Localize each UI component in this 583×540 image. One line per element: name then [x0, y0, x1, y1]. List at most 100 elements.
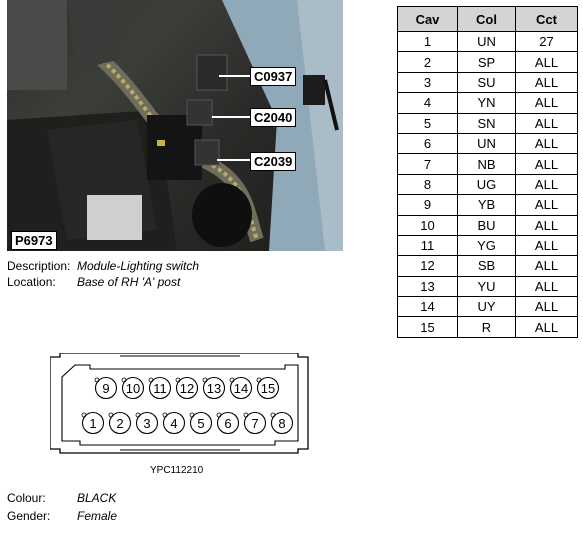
- pin-key-dot: [243, 412, 249, 418]
- cct-cell: ALL: [515, 275, 578, 298]
- pin-circle: [108, 411, 132, 435]
- pin-label: 12: [180, 381, 194, 396]
- callout-c2040: C2040: [250, 108, 297, 127]
- col-cell: SP: [457, 51, 516, 73]
- pin-label: 11: [153, 381, 167, 396]
- pin-key-dot: [175, 377, 181, 383]
- pin-14: 14: [229, 376, 253, 400]
- col-cell: SB: [457, 255, 516, 277]
- pin-circle: [175, 376, 199, 400]
- cct-cell: ALL: [515, 112, 578, 134]
- pin-key-dot: [121, 377, 127, 383]
- pin-label: 15: [261, 381, 275, 396]
- cav-cell: 12: [397, 255, 458, 277]
- cav-cell: 13: [397, 275, 458, 298]
- pin-label: 5: [197, 416, 204, 431]
- cct-cell: ALL: [515, 296, 578, 318]
- description-key: Description:: [7, 259, 71, 273]
- cct-cell: ALL: [515, 194, 578, 216]
- pin-circle: [189, 411, 213, 435]
- pin-label: 3: [143, 416, 150, 431]
- description-value: Module-Lighting switch: [77, 259, 200, 273]
- pin-key-dot: [202, 377, 208, 383]
- cav-cell: 4: [397, 92, 458, 114]
- col-cell: UN: [457, 132, 516, 155]
- pin-key-dot: [94, 377, 100, 383]
- cct-cell: ALL: [515, 316, 578, 338]
- pin-1: 1: [81, 411, 105, 435]
- col-cell: UG: [457, 173, 516, 196]
- pin-4: 4: [162, 411, 186, 435]
- colour-value: BLACK: [77, 491, 117, 505]
- cav-cell: 3: [397, 71, 458, 94]
- callout-c0937: C0937: [250, 67, 297, 86]
- col-cell: NB: [457, 153, 516, 175]
- col-cell: YU: [457, 275, 516, 298]
- cct-cell: ALL: [515, 173, 578, 196]
- pin-5: 5: [189, 411, 213, 435]
- col-cell: R: [457, 316, 516, 338]
- col-cell: YG: [457, 234, 516, 257]
- pin-9: 9: [94, 376, 118, 400]
- pin-circle: [256, 376, 280, 400]
- pin-circle: [216, 411, 240, 435]
- pin-8: 8: [270, 411, 294, 435]
- pin-label: 1: [89, 416, 96, 431]
- pin-circle: [202, 376, 226, 400]
- cav-cell: 7: [397, 153, 458, 175]
- callout-c2039: C2039: [250, 152, 297, 171]
- pin-circle: [81, 411, 105, 435]
- cav-cell: 10: [397, 214, 458, 236]
- cav-cell: 2: [397, 51, 458, 73]
- col-cell: YB: [457, 194, 516, 216]
- pin-key-dot: [270, 412, 276, 418]
- vehicle-photo: C0937 C2040 C2039 P6973: [7, 0, 343, 251]
- pin-11: 11: [148, 376, 172, 400]
- pin-label: 6: [224, 416, 231, 431]
- pin-key-dot: [229, 377, 235, 383]
- pin-label: 14: [234, 381, 248, 396]
- pin-circle: [121, 376, 145, 400]
- header-cct: Cct: [515, 6, 578, 32]
- table-header-row: Cav Col Cct: [397, 6, 578, 32]
- pin-6: 6: [216, 411, 240, 435]
- pin-10: 10: [121, 376, 145, 400]
- pin-label: 2: [116, 416, 123, 431]
- cct-cell: ALL: [515, 214, 578, 236]
- cct-cell: ALL: [515, 255, 578, 277]
- pin-7: 7: [243, 411, 267, 435]
- cav-cell: 1: [397, 30, 458, 53]
- pin-label: 9: [102, 381, 109, 396]
- cav-cell: 5: [397, 112, 458, 134]
- pin-label: 10: [126, 381, 140, 396]
- cct-cell: ALL: [515, 71, 578, 94]
- colour-key: Colour:: [7, 491, 46, 505]
- location-line: Location:Base of RH 'A' post: [7, 274, 180, 290]
- colour-line: Colour: BLACK: [7, 490, 116, 506]
- pin-circle: [162, 411, 186, 435]
- pin-circle: [94, 376, 118, 400]
- col-cell: SN: [457, 112, 516, 134]
- pin-circle: [135, 411, 159, 435]
- cct-cell: ALL: [515, 132, 578, 155]
- gender-line: Gender:Female: [7, 508, 117, 524]
- pin-3: 3: [135, 411, 159, 435]
- cav-cell: 14: [397, 296, 458, 318]
- pin-key-dot: [162, 412, 168, 418]
- location-key: Location:: [7, 275, 56, 289]
